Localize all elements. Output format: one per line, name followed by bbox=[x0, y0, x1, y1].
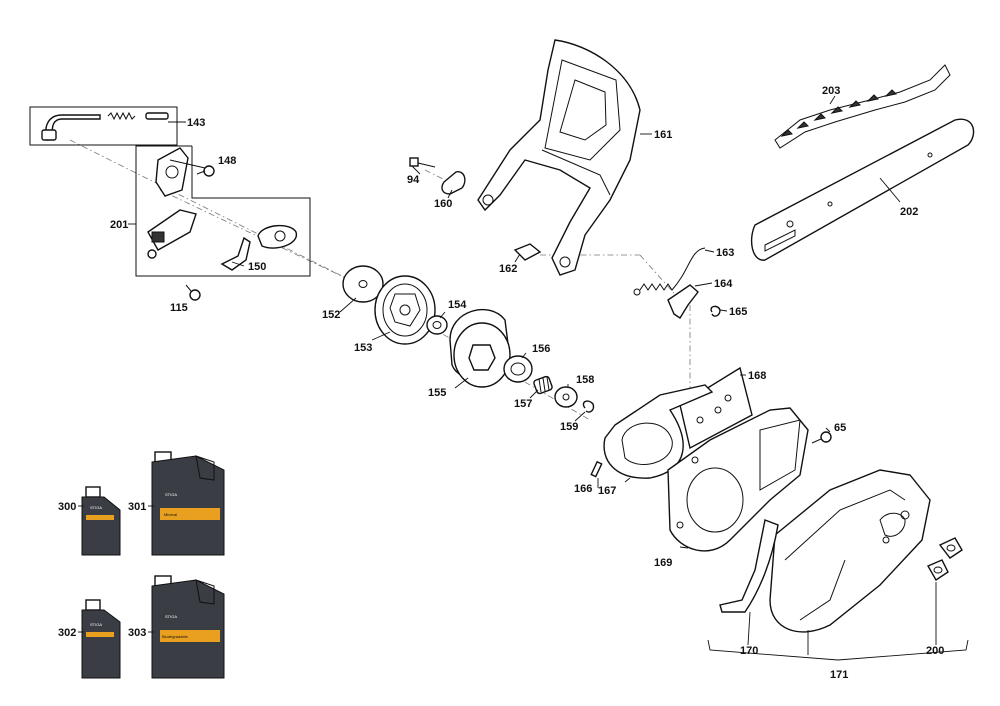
label-300: 300 bbox=[58, 501, 76, 513]
label-169: 169 bbox=[654, 557, 672, 569]
oil-pump-assembly bbox=[128, 145, 311, 277]
cover-plate-167 bbox=[603, 384, 714, 479]
label-168: 168 bbox=[748, 370, 766, 382]
part-labels: 143 148 201 150 115 152 153 154 155 156 … bbox=[58, 85, 944, 681]
screw-148 bbox=[196, 165, 215, 177]
label-155: 155 bbox=[428, 387, 446, 399]
label-171: 171 bbox=[830, 669, 848, 681]
side-plate-168 bbox=[679, 366, 753, 450]
label-165: 165 bbox=[729, 306, 747, 318]
label-152: 152 bbox=[322, 309, 340, 321]
label-166: 166 bbox=[574, 483, 592, 495]
bottle-brand-301: STIGA bbox=[165, 492, 177, 497]
label-303: 303 bbox=[128, 627, 146, 639]
oil-bottle-300: STIGA bbox=[81, 486, 121, 556]
saw-chain-203 bbox=[774, 64, 951, 149]
label-167: 167 bbox=[598, 485, 616, 497]
label-203: 203 bbox=[822, 85, 840, 97]
nuts-200 bbox=[927, 537, 963, 581]
oil-canister-303: STIGA Biodegradable bbox=[151, 575, 225, 679]
label-200: 200 bbox=[926, 645, 944, 657]
oil-canister-301: STIGA Mineral bbox=[151, 451, 225, 556]
side-cover-169 bbox=[667, 407, 809, 552]
bottle-brand-300: STIGA bbox=[90, 505, 102, 510]
label-201: 201 bbox=[110, 219, 128, 231]
label-302: 302 bbox=[58, 627, 76, 639]
label-158: 158 bbox=[576, 374, 594, 386]
label-202: 202 bbox=[900, 206, 918, 218]
washer-158 bbox=[554, 386, 578, 408]
front-handle-161 bbox=[477, 39, 641, 276]
label-150: 150 bbox=[248, 261, 266, 273]
bottle-type-301: Mineral bbox=[164, 512, 177, 517]
bottle-brand-303: STIGA bbox=[165, 614, 177, 619]
label-157: 157 bbox=[514, 398, 532, 410]
bearing-156 bbox=[503, 355, 533, 383]
spacer-160 bbox=[441, 171, 466, 195]
label-160: 160 bbox=[434, 198, 452, 210]
label-159: 159 bbox=[560, 421, 578, 433]
screw-115 bbox=[185, 284, 201, 301]
label-301: 301 bbox=[128, 501, 146, 513]
label-170: 170 bbox=[740, 645, 758, 657]
label-143: 143 bbox=[187, 117, 205, 129]
clutch-washer-152 bbox=[342, 265, 384, 303]
bracket-171 bbox=[707, 639, 969, 661]
oil-bottle-302: STIGA bbox=[81, 599, 121, 679]
bottle-brand-302: STIGA bbox=[90, 622, 102, 627]
brake-lever-164 bbox=[667, 284, 699, 319]
label-153: 153 bbox=[354, 342, 372, 354]
screw-94 bbox=[409, 157, 436, 168]
label-154: 154 bbox=[448, 299, 467, 311]
clip-162 bbox=[513, 243, 542, 261]
guide-bar-202 bbox=[750, 118, 975, 261]
label-94: 94 bbox=[407, 174, 420, 186]
pin-166 bbox=[590, 460, 603, 478]
label-148: 148 bbox=[218, 155, 236, 167]
bottle-type-303: Biodegradable bbox=[162, 634, 189, 639]
spring-163 bbox=[633, 247, 706, 296]
label-164: 164 bbox=[714, 278, 733, 290]
screw-65 bbox=[811, 431, 832, 444]
oil-pipe-assembly bbox=[29, 106, 186, 146]
strip-170 bbox=[719, 519, 779, 613]
label-156: 156 bbox=[532, 343, 550, 355]
sprocket-cover-171 bbox=[769, 469, 931, 633]
clutch-153 bbox=[374, 275, 436, 345]
circlip-165 bbox=[710, 305, 721, 317]
label-65: 65 bbox=[834, 422, 846, 434]
label-163: 163 bbox=[716, 247, 734, 259]
clutch-drum-155 bbox=[449, 309, 511, 388]
leader-lines bbox=[78, 95, 937, 655]
label-161: 161 bbox=[654, 129, 672, 141]
label-115: 115 bbox=[170, 302, 188, 314]
label-162: 162 bbox=[499, 263, 517, 275]
washer-154 bbox=[426, 315, 448, 335]
circlip-159 bbox=[582, 400, 595, 413]
needle-bearing-157 bbox=[533, 375, 553, 395]
